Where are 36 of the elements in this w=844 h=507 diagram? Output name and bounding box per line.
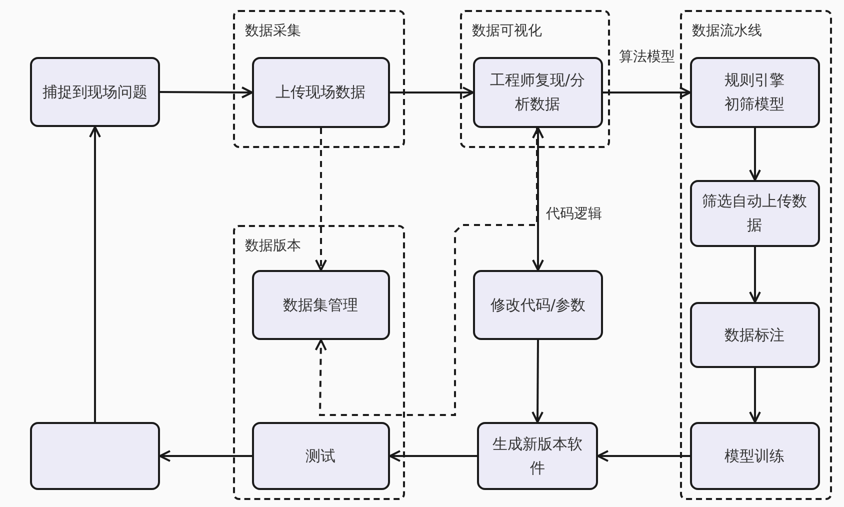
dashed-arrow (314, 128, 538, 416)
arrow (597, 450, 690, 462)
group-frame (680, 10, 832, 500)
edge-label: 代码逻辑 (545, 205, 603, 223)
arrow (532, 340, 544, 423)
group-heading: 数据采集 (245, 22, 301, 40)
group-frame (233, 10, 405, 148)
group-frame (233, 225, 405, 500)
arrow (749, 368, 761, 423)
group-frame (460, 10, 610, 148)
arrow (89, 126, 101, 422)
process-box: 修改代码/参数 (473, 270, 603, 340)
arrow (160, 86, 253, 98)
empty-box (30, 422, 160, 490)
process-box: 规则引擎初筛模型 (690, 56, 820, 128)
group-heading: 数据流水线 (692, 22, 762, 40)
process-box: 捕捉到现场问题 (30, 57, 160, 127)
process-box: 筛选自动上传数据 (690, 180, 820, 246)
dashed-arrow (315, 128, 327, 271)
process-box: 上传现场数据 (252, 56, 390, 128)
arrow (749, 128, 761, 181)
process-box: 数据集管理 (252, 270, 390, 340)
arrow (159, 450, 252, 462)
process-box: 模型训练 (690, 422, 820, 490)
arrow (532, 127, 544, 271)
arrow (389, 450, 477, 462)
process-box: 生成新版本软件 (477, 422, 598, 490)
process-box: 工程师复现/分析数据 (472, 56, 602, 128)
process-box: 测试 (252, 422, 390, 490)
process-box: 数据标注 (690, 302, 820, 368)
arrow (749, 247, 761, 303)
group-heading: 数据可视化 (472, 22, 542, 40)
arrow (603, 86, 691, 98)
edge-label: 算法模型 (618, 48, 676, 66)
arrow (390, 86, 474, 98)
group-heading: 数据版本 (245, 237, 301, 255)
